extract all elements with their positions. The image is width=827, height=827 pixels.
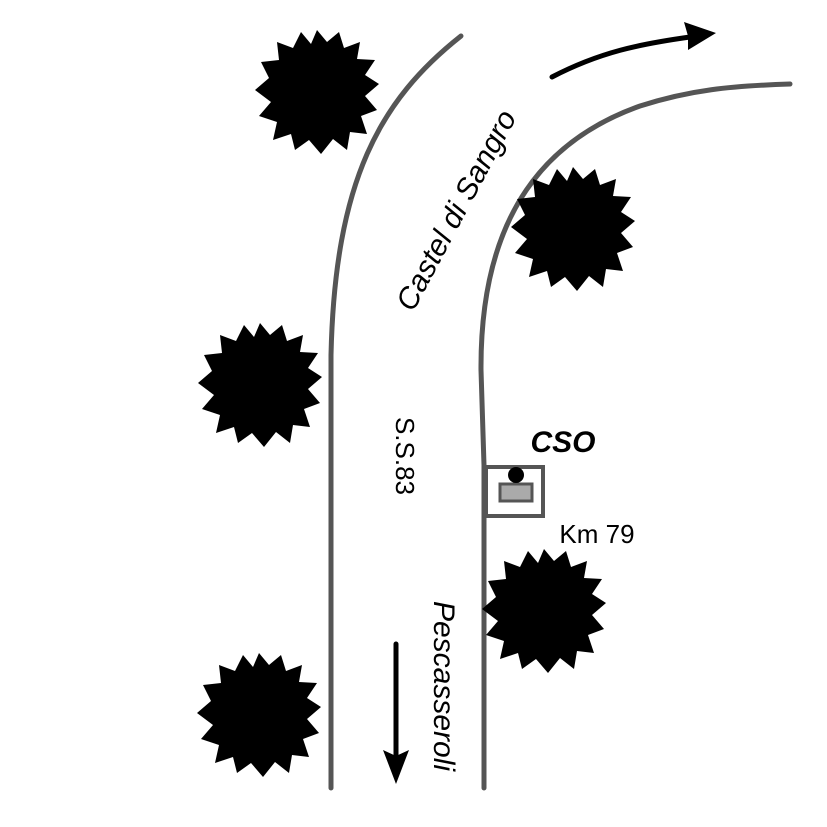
road-west-edge: [328, 33, 464, 791]
tree-icon: [198, 323, 322, 447]
road-code-label: S.S.83: [390, 417, 420, 495]
tree-icon: [482, 549, 606, 673]
south-destination-label: Pescasseroli: [427, 601, 460, 772]
station-label: CSO: [530, 426, 595, 459]
direction-arrow-icon: [549, 22, 716, 80]
station-icon: [484, 465, 545, 518]
kilometre-label: Km 79: [559, 519, 634, 549]
road-east-edge: [478, 81, 793, 791]
tree-icon: [197, 653, 321, 777]
north-destination-label: Castel di Sangro: [390, 105, 523, 316]
direction-arrow-icon: [383, 641, 409, 784]
tree-icon: [255, 30, 379, 154]
